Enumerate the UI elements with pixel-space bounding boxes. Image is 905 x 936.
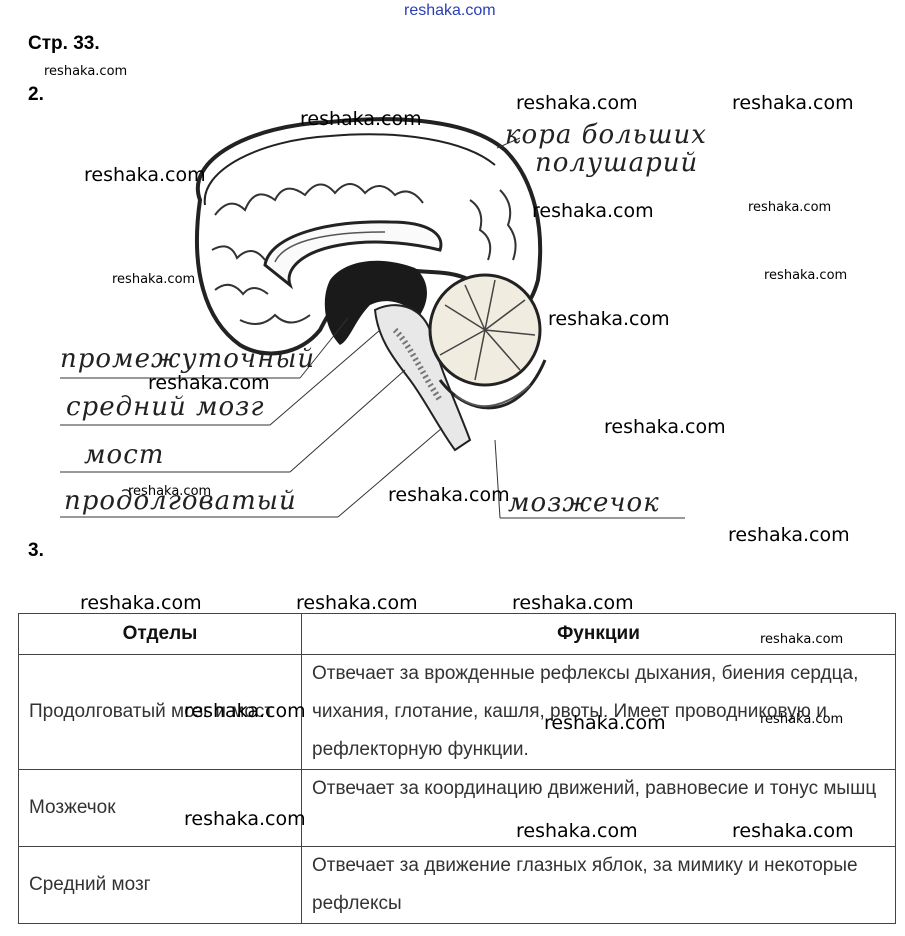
corpus-callosum bbox=[263, 220, 443, 290]
brain-functions-table: Отделы Функции Продолговатый мозг и мост… bbox=[18, 613, 896, 924]
label-line-cortex bbox=[496, 137, 521, 149]
table-cell-function: Отвечает за движение глазных яблок, за м… bbox=[301, 846, 896, 924]
watermark: reshaka.com bbox=[732, 92, 854, 114]
watermark: reshaka.com bbox=[84, 164, 206, 186]
table-cell-function: Отвечает за координацию движений, равнов… bbox=[301, 769, 896, 847]
watermark: reshaka.com bbox=[80, 592, 202, 614]
watermark: reshaka.com bbox=[512, 592, 634, 614]
watermark: reshaka.com bbox=[300, 108, 422, 130]
brainstem-shape bbox=[373, 304, 472, 452]
watermark: reshaka.com bbox=[764, 268, 848, 283]
label-midbrain: средний мозг bbox=[66, 392, 265, 422]
table-row: Мозжечок Отвечает за координацию движени… bbox=[18, 769, 896, 847]
label-diencephalon: промежуточный bbox=[60, 344, 316, 374]
watermark: reshaka.com bbox=[732, 820, 854, 842]
watermark: reshaka.com bbox=[296, 592, 418, 614]
watermark: reshaka.com bbox=[516, 820, 638, 842]
watermark: reshaka.com bbox=[760, 632, 844, 647]
site-header-watermark: reshaka.com bbox=[404, 2, 496, 19]
task-2-number: 2. bbox=[28, 84, 44, 105]
table-header-sections: Отделы bbox=[18, 613, 302, 655]
watermark: reshaka.com bbox=[548, 308, 670, 330]
watermark: reshaka.com bbox=[516, 92, 638, 114]
diencephalon-shape bbox=[324, 260, 427, 345]
table-cell-section: Продолговатый мозг и мост bbox=[18, 654, 302, 770]
watermark: reshaka.com bbox=[148, 372, 270, 394]
watermark: reshaka.com bbox=[760, 712, 844, 727]
brain-diagram bbox=[60, 117, 685, 519]
label-cortex-line1: кора больших bbox=[505, 120, 707, 150]
table-row: Средний мозг Отвечает за движение глазны… bbox=[18, 846, 896, 924]
table-row: Продолговатый мозг и мост Отвечает за вр… bbox=[18, 654, 896, 770]
table-cell-function: Отвечает за врожденные рефлексы дыхания,… bbox=[301, 654, 896, 770]
label-pons: мост bbox=[84, 440, 165, 470]
page-number: Стр. 33. bbox=[28, 33, 100, 54]
label-medulla: продолговатый bbox=[64, 486, 297, 516]
watermark: reshaka.com bbox=[112, 272, 196, 287]
watermark: reshaka.com bbox=[544, 712, 666, 734]
watermark: reshaka.com bbox=[532, 200, 654, 222]
label-cortex-line2: полушарий bbox=[535, 148, 699, 178]
watermark: reshaka.com bbox=[184, 808, 306, 830]
watermark: reshaka.com bbox=[604, 416, 726, 438]
task-3-number: 3. bbox=[28, 540, 44, 561]
table-header-functions: Функции bbox=[301, 613, 896, 655]
table-cell-section: Средний мозг bbox=[18, 846, 302, 924]
watermark: reshaka.com bbox=[44, 64, 128, 79]
watermark: reshaka.com bbox=[184, 700, 306, 722]
watermark: reshaka.com bbox=[388, 484, 510, 506]
watermark: reshaka.com bbox=[728, 524, 850, 546]
label-line-cerebellum bbox=[494, 439, 501, 519]
watermark: reshaka.com bbox=[748, 200, 832, 215]
watermark: reshaka.com bbox=[128, 484, 212, 499]
label-cerebellum: мозжечок bbox=[508, 488, 660, 518]
